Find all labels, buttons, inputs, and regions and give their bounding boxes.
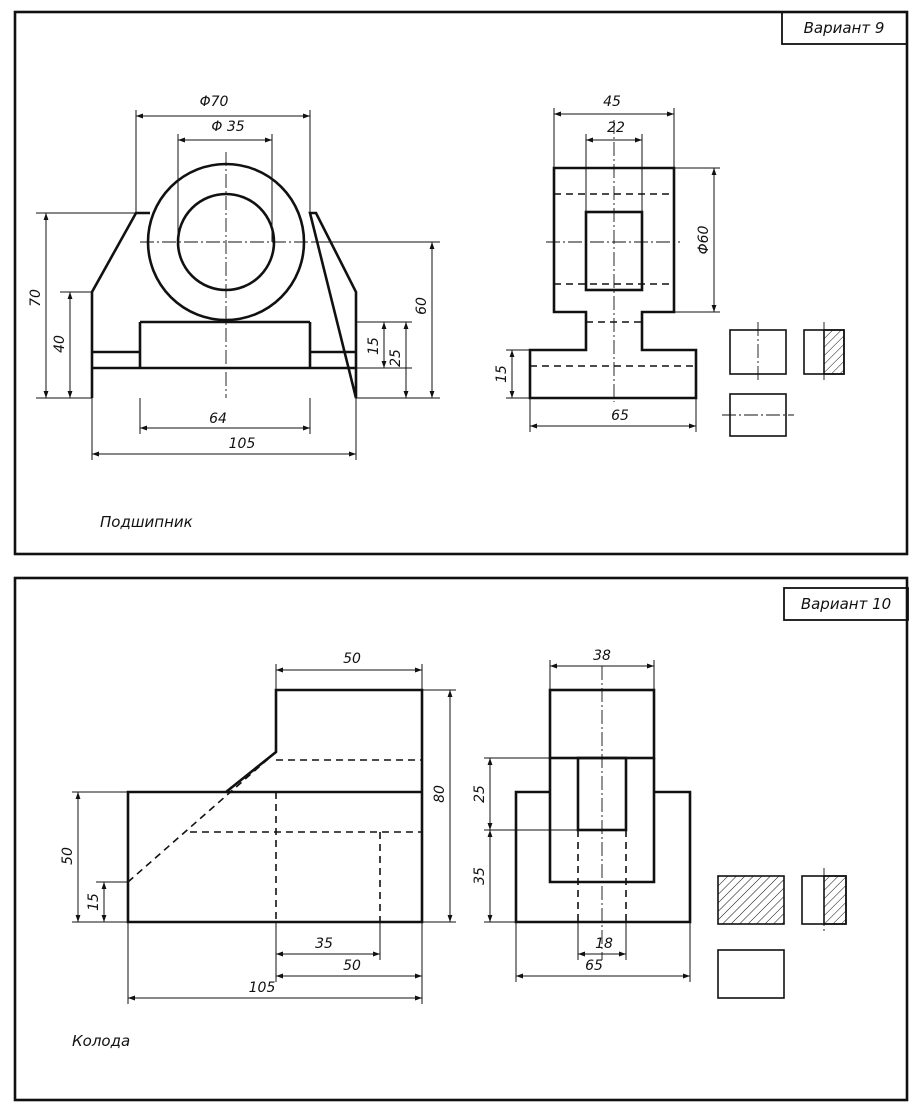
- v9-front-outline: [90, 211, 358, 399]
- v9-dim-h40: 40: [52, 335, 68, 353]
- v9-dim-d70: Φ70: [200, 94, 229, 110]
- variant-9-frame: [13, 10, 909, 556]
- v9-dim-h15: 15: [366, 337, 382, 355]
- v10-dim-h50: 50: [60, 847, 76, 865]
- v9-dim-s15: 15: [494, 365, 510, 383]
- variant-10-badge: Вариант 10: [801, 595, 891, 613]
- v9-dim-h70: 70: [28, 289, 44, 307]
- v10-front-outline: [126, 688, 424, 924]
- v9-dim-w105: 105: [229, 436, 256, 452]
- v9-option-b-hatch: [823, 329, 845, 375]
- v10-option-a-hatch: [717, 875, 785, 925]
- variant-9-badge-box: [781, 11, 908, 45]
- variant-10-badge-box: [783, 587, 909, 621]
- v10-dim-w38: 38: [593, 648, 611, 664]
- v9-side-view: 45 22 Φ60 15 65: [494, 94, 720, 432]
- v9-front-view: Φ70 Φ 35 70 40 15 25 60 64: [28, 94, 440, 460]
- variant-9-caption: Подшипник: [100, 513, 193, 531]
- v10-hidden-chamfer: [127, 751, 277, 883]
- v10-option-c: [717, 949, 785, 999]
- v10-dim-h25: 25: [472, 785, 488, 803]
- v9-dim-w22: 22: [607, 120, 625, 136]
- v9-dim-w64: 64: [209, 411, 227, 427]
- variant-10-caption: Колода: [72, 1032, 130, 1050]
- v10-side-view: 38 25 35 18 65: [472, 648, 692, 982]
- v10-option-views: [717, 868, 847, 999]
- v10-dim-w105: 105: [249, 980, 276, 996]
- variant-10-frame: [13, 576, 909, 1102]
- v10-dim-h80: 80: [432, 785, 448, 803]
- v9-option-views: [722, 322, 845, 437]
- v10-dim-w35: 35: [315, 936, 333, 952]
- v9-dim-d60: Φ60: [696, 225, 712, 254]
- v10-side-base: [514, 790, 692, 924]
- v10-dim-w18: 18: [595, 936, 613, 952]
- v10-dim-w50top: 50: [343, 651, 361, 667]
- variant-9-badge: Вариант 9: [804, 19, 885, 37]
- variant-9-panel: Вариант 9 Подшипник Φ70 Φ 35: [13, 10, 909, 556]
- v10-dim-h35: 35: [472, 867, 488, 885]
- v10-dim-h15: 15: [86, 893, 102, 911]
- v10-dim-w65: 65: [585, 958, 603, 974]
- v9-dim-w45: 45: [603, 94, 621, 110]
- v9-dim-h25: 25: [388, 349, 404, 367]
- v9-dim-d35: Φ 35: [211, 119, 244, 135]
- v9-dim-w65: 65: [611, 408, 629, 424]
- v10-dim-w50: 50: [343, 958, 361, 974]
- v10-option-b-hatch: [823, 875, 847, 925]
- v10-front-view: 50 80 50 15 35 50 105: [60, 651, 456, 1004]
- v9-side-outline: [528, 166, 698, 400]
- variant-10-panel: Вариант 10 Колода 50 80 50 15: [13, 576, 909, 1102]
- v9-dim-h60: 60: [414, 297, 430, 315]
